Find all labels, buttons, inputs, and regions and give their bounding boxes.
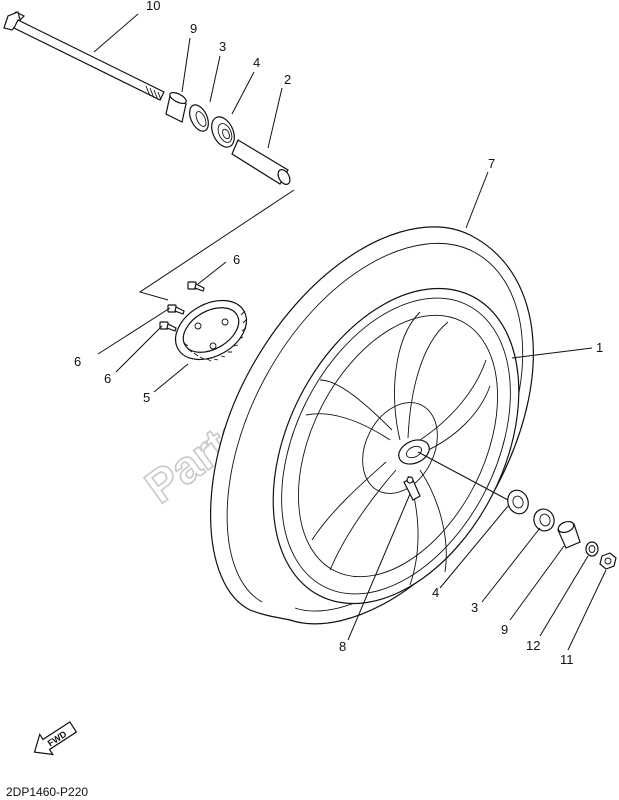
fwd-arrow-icon: FWD [33,721,78,756]
callout-5: 5 [143,390,150,405]
callout-3-top: 3 [219,39,226,54]
callout-8: 8 [339,639,346,654]
collar-9-bottom-part [557,520,581,549]
callout-12: 12 [526,638,540,653]
nut-11-part [599,552,617,570]
assembly-connector-line [138,189,295,301]
leader-lines [93,13,607,651]
bearing-4-bottom-part [507,489,529,515]
callout-3-bottom: 3 [471,600,478,615]
diagram-code: 2DP1460-P220 [6,785,88,799]
callout-4-bottom: 4 [432,585,439,600]
sensor-rotor-5-part [175,299,248,362]
collar-9-top-part [165,91,187,123]
wheel-rim-1-part [272,287,520,605]
callout-10: 10 [146,0,160,13]
axle-part [3,11,165,101]
washer-12-part [585,541,599,557]
callout-9-bottom: 9 [501,622,508,637]
bolt-6-b-part [167,304,185,315]
spacer-2-part [231,139,291,185]
callout-6-b: 6 [74,354,81,369]
bolt-6-a-part [187,281,205,292]
bearing-4-top-part [211,116,235,148]
bolt-6-c-part [159,321,177,332]
callout-4-top: 4 [253,55,260,70]
oil-seal-3-top-part [189,104,209,132]
callout-9-top: 9 [190,21,197,36]
oil-seal-3-bottom-part [533,508,555,532]
callout-7: 7 [488,156,495,171]
callout-6-a: 6 [233,252,240,267]
callout-1: 1 [596,340,603,355]
callout-6-c: 6 [104,371,111,386]
callout-11: 11 [560,652,574,667]
callout-2-top: 2 [284,72,291,87]
